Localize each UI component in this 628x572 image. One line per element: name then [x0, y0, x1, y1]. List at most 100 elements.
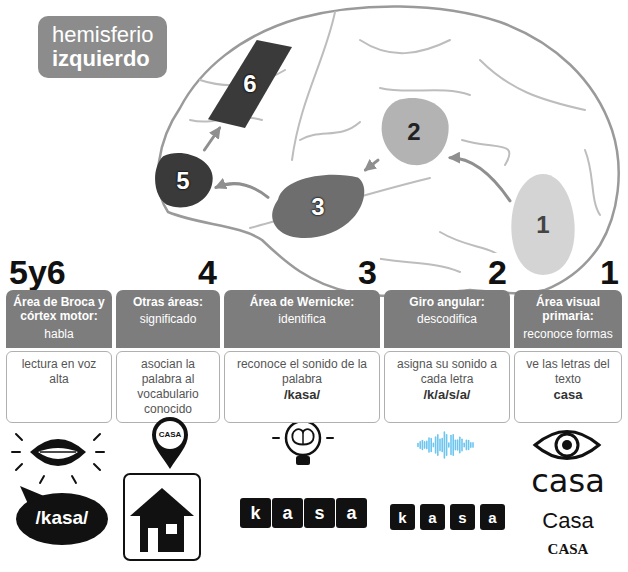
wave-stroke — [461, 439, 463, 450]
arrow-connector — [450, 158, 510, 201]
wave-stroke — [452, 435, 454, 455]
brain-region: 5 — [150, 150, 216, 212]
puzzle-letter: k — [250, 503, 260, 524]
description-text: ve las letras del texto — [519, 357, 617, 387]
step-number: 1 — [597, 253, 622, 291]
description-text: lectura en voz alta — [11, 357, 107, 387]
wave-stroke — [439, 439, 441, 450]
wave-stroke — [424, 442, 426, 448]
eye-icon — [535, 432, 599, 459]
area-name: Área visual primaria: — [519, 295, 617, 324]
illustration-part — [292, 429, 313, 444]
wave-stroke — [472, 443, 474, 447]
wave-stroke — [437, 435, 439, 455]
description-box: asocian la palabra al vocabulario conoci… — [116, 351, 220, 423]
title-text: izquierdo — [52, 47, 153, 71]
callout-number: 2 — [407, 118, 420, 146]
shape-fill — [511, 174, 574, 275]
title-text: hemisferio — [52, 23, 153, 47]
illustration-part — [124, 474, 200, 560]
description-box: lectura en voz alta — [6, 351, 112, 423]
area-function: habla — [11, 327, 107, 341]
area-function: identifica — [229, 312, 375, 326]
arrow-connector — [365, 160, 378, 170]
brain-sulci — [190, 12, 600, 272]
illustration-part — [148, 528, 158, 552]
area-name: Giro angular: — [389, 295, 505, 309]
illustration-part — [94, 434, 100, 440]
area-header: 4Otras áreas:significado — [116, 254, 220, 348]
area-header: 5y6Área de Broca y córtex motor:habla — [6, 254, 112, 348]
wave-stroke — [435, 437, 437, 453]
wave-stroke — [455, 440, 457, 449]
illustration-part — [16, 434, 22, 440]
brain-region: 3 — [268, 170, 368, 244]
puzzle-piece: s — [450, 504, 475, 530]
illustration-part — [38, 448, 78, 459]
brain-outline — [158, 6, 619, 295]
puzzle-piece: k — [390, 504, 415, 530]
wave-stroke — [441, 439, 443, 452]
speech-bubble: /kasa/ — [14, 486, 110, 546]
illustration-part — [535, 432, 599, 459]
number-row: 3 — [224, 254, 380, 290]
soundwave-icon — [418, 432, 473, 458]
illustration-part — [30, 439, 86, 466]
wave-stroke — [417, 444, 419, 447]
number-row: 1 — [514, 254, 622, 290]
arrow-connector — [216, 184, 268, 198]
illustration-part — [585, 150, 600, 215]
puzzle-letter: k — [398, 509, 406, 526]
header-band: Otras áreas:significado — [116, 290, 220, 348]
area-header: 3Área de Wernicke:identifica — [224, 254, 380, 348]
header-band: Área visual primaria: reconoce formas — [514, 290, 622, 348]
arrow-connector — [204, 128, 219, 150]
wave-stroke — [428, 438, 430, 452]
illustration-part — [16, 464, 22, 470]
shape-fill — [208, 40, 292, 128]
description-text: asocian la palabra al vocabulario conoci… — [121, 357, 215, 417]
illustration-part — [130, 488, 194, 516]
area-function: reconoce formas — [519, 327, 617, 341]
illustration-part — [360, 40, 450, 53]
area-function: descodifica — [389, 312, 505, 326]
puzzle-letter: s — [314, 503, 324, 524]
wave-stroke — [457, 440, 459, 450]
wave-stroke — [426, 441, 428, 448]
illustration-part — [96, 451, 104, 453]
illustration-part — [166, 524, 177, 534]
area-header: 2Giro angular: descodifica — [384, 254, 510, 348]
illustration-part — [556, 434, 578, 456]
puzzle-letter: a — [346, 503, 356, 524]
wave-stroke — [448, 443, 450, 447]
illustration-part — [380, 88, 470, 95]
callout-number: 6 — [243, 70, 256, 98]
example-text: casa — [519, 387, 617, 403]
description-text: asigna su sonido a cada letra — [389, 357, 505, 387]
shape-fill — [382, 98, 449, 165]
example-word: CASA — [548, 541, 589, 558]
puzzle-letter: a — [488, 509, 496, 526]
illustration-part — [292, 12, 335, 160]
description-box: asigna su sonido a cada letra/k/a/s/a/ — [384, 351, 510, 423]
shape-fill — [155, 153, 213, 207]
brain — [158, 6, 619, 295]
illustration-part — [286, 421, 320, 455]
header-band: Giro angular: descodifica — [384, 290, 510, 348]
example-word: casa — [531, 464, 604, 499]
house-icon — [124, 474, 200, 560]
brain-region: 2 — [378, 96, 450, 168]
wave-stroke — [430, 439, 432, 452]
area-header: 1Área visual primaria: reconoce formas — [514, 254, 622, 348]
number-row: 5y6 — [6, 254, 112, 290]
example-word: Casa — [542, 509, 593, 533]
pin-outline — [150, 416, 190, 470]
illustration-part — [94, 464, 100, 470]
number-row: 2 — [384, 254, 510, 290]
speech-text: /kasa/ — [36, 507, 89, 529]
wave-stroke — [419, 442, 421, 448]
illustration-part — [40, 476, 44, 483]
brain-region: 6 — [208, 40, 292, 128]
pin-fill — [152, 417, 188, 469]
